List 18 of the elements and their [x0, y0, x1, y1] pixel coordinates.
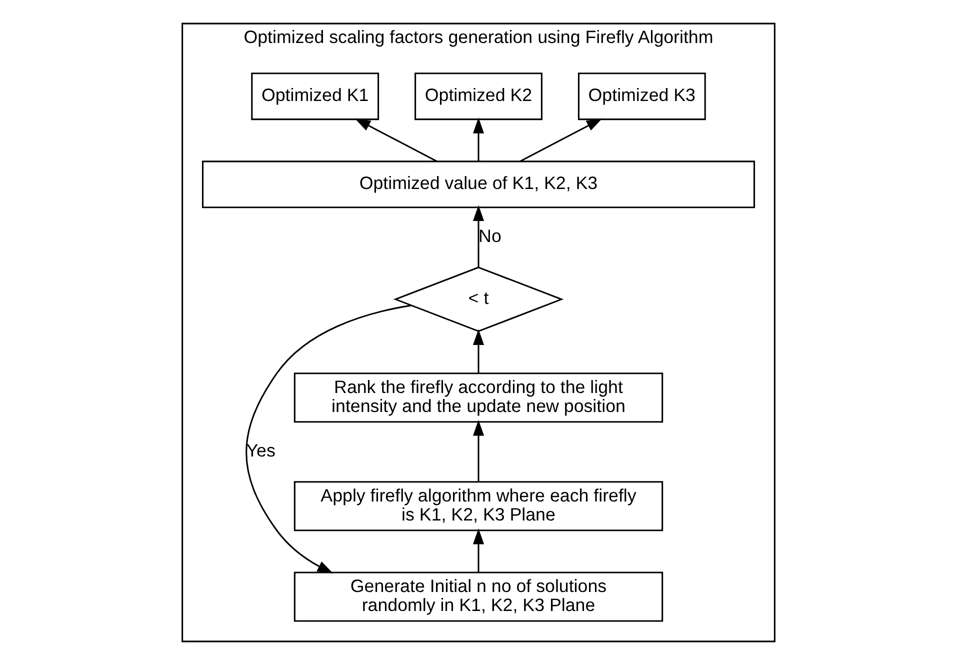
arrow	[354, 118, 438, 162]
node-box: Optimized value of K1, K2, K3	[202, 160, 756, 208]
arrow	[472, 420, 484, 482]
edge-label: Yes	[246, 440, 276, 461]
node-box: Apply firefly algorithm where each firefly is K1, K2, K3 Plane	[294, 481, 664, 532]
edge-label: No	[478, 226, 502, 246]
arrow	[520, 118, 602, 162]
arrow	[472, 205, 484, 268]
arrow	[472, 329, 484, 374]
node-box: Optimized K2	[414, 72, 542, 120]
node-box: Rank the firefly according to the light intensity and the update new position	[294, 372, 664, 423]
arrow	[472, 528, 484, 572]
node-box: Optimized K3	[578, 72, 706, 120]
node-diamond: < t	[393, 266, 564, 332]
node-box: Optimized K1	[251, 72, 380, 120]
node-box: Generate Initial n no of solutions randomly in K1, K2, K3 Plane	[294, 572, 664, 622]
arrow	[246, 304, 412, 574]
arrow	[472, 118, 484, 162]
